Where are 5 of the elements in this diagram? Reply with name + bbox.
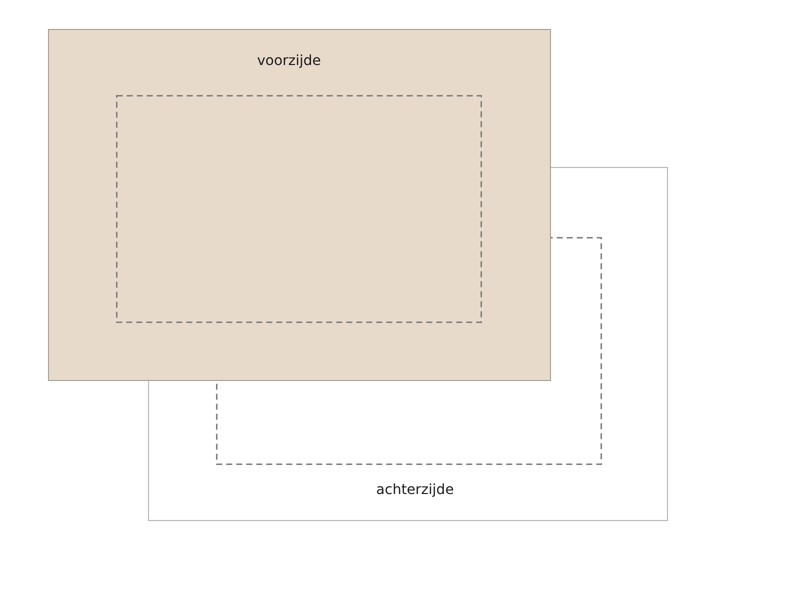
dashed-box bbox=[216, 237, 602, 465]
side-label: voorzijde bbox=[257, 52, 321, 70]
dashed-box bbox=[116, 95, 482, 323]
front-card-overlay bbox=[48, 29, 551, 381]
side-label: achterzijde bbox=[376, 481, 454, 499]
